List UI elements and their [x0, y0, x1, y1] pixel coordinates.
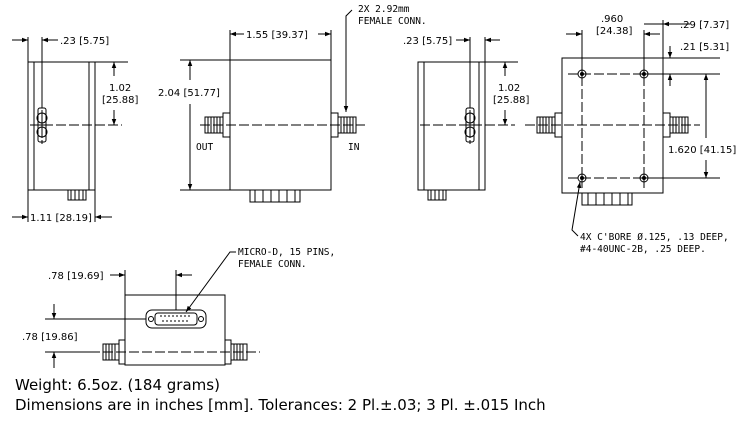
left-side-view: [12, 37, 128, 222]
weight-note: Weight: 6.5oz. (184 grams): [15, 376, 220, 394]
bottom-connector: [427, 189, 447, 201]
dim-111: 1.11 [28.19]: [30, 213, 92, 224]
in-connector-icon: [330, 112, 357, 138]
housing-outline: [27, 61, 96, 191]
dim-029: .29 [7.37]: [680, 20, 729, 31]
dim-204: 2.04 [51.77]: [158, 88, 220, 99]
sma-connector-icon: [224, 339, 248, 365]
dim-1620: 1.620 [41.15]: [668, 145, 736, 156]
face-view: [525, 20, 720, 237]
front-view: [180, 9, 365, 203]
micro-note-line2: FEMALE CONN.: [238, 259, 307, 270]
bore-note-line2: #4-40UNC-2B, .25 DEEP.: [580, 244, 706, 255]
out-connector-icon: [204, 112, 231, 138]
housing-outline: [417, 61, 486, 191]
bottom-connector: [67, 189, 87, 201]
dim-102-left: 1.02: [109, 83, 131, 94]
housing-outline: [124, 294, 226, 366]
counterbore-hole-icon: [577, 173, 587, 183]
dim-078-horizontal: .78 [19.69]: [48, 271, 104, 282]
dim-102-left-mm: [25.88]: [102, 95, 139, 106]
conn-note-line1: 2X 2.92mm: [358, 4, 410, 15]
dim-960-mm: [24.38]: [596, 26, 633, 37]
dimensions-note: Dimensions are in inches [mm]. Tolerance…: [15, 396, 546, 414]
dim-078-vertical: .78 [19.86]: [22, 332, 78, 343]
micro-d-connector-icon: [145, 309, 207, 329]
port-out-label: OUT: [196, 142, 213, 153]
micro-note-line1: MICRO-D, 15 PINS,: [238, 247, 335, 258]
counterbore-hole-icon: [639, 173, 649, 183]
bottom-connector: [249, 189, 301, 203]
port-in-label: IN: [348, 142, 360, 153]
bore-note-line1: 4X C'BORE Ø.125, .13 DEEP,: [580, 232, 729, 243]
dim-023-right: .23 [5.75]: [403, 36, 452, 47]
right-side-view: [417, 37, 518, 201]
sma-connector-icon: [536, 112, 563, 138]
bottom-connector: [581, 192, 633, 206]
conn-note-line2: FEMALE CONN.: [358, 16, 427, 27]
dim-155: 1.55 [39.37]: [246, 30, 308, 41]
dim-960: .960: [601, 14, 623, 25]
dim-102-right-mm: [25.88]: [493, 95, 530, 106]
dim-023-left: .23 [5.75]: [60, 36, 109, 47]
sma-connector-icon: [662, 112, 689, 138]
dim-021: .21 [5.31]: [680, 42, 729, 53]
dim-102-right: 1.02: [498, 83, 520, 94]
sma-connector-icon: [102, 339, 126, 365]
counterbore-hole-icon: [639, 69, 649, 79]
bottom-view: [45, 251, 260, 368]
